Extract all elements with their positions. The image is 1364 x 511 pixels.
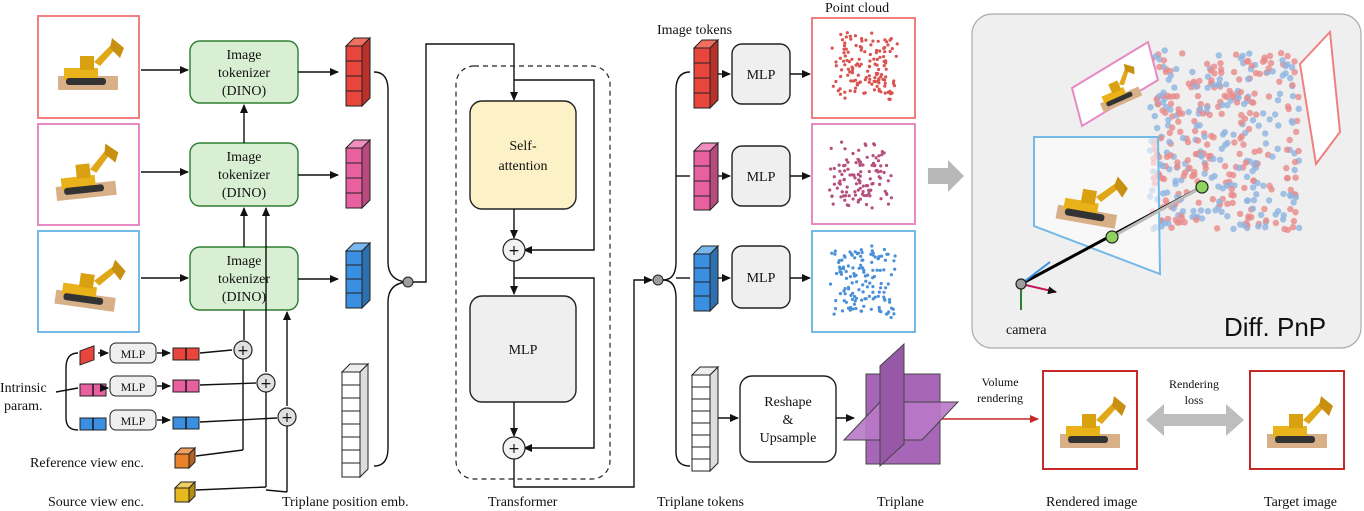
triplane-label: Triplane [877, 495, 924, 510]
svg-text:Self-: Self- [509, 139, 537, 154]
point-cloud-blue [811, 230, 916, 333]
svg-text:Upsample: Upsample [760, 431, 817, 446]
plus-node-1: + [233, 340, 253, 360]
triplane-tokens [690, 365, 720, 473]
triplane-position-tokens [340, 362, 370, 479]
rendering-loss-label: Rendering [1169, 377, 1219, 391]
svg-text:+: + [237, 343, 249, 359]
out-tokens-blue [692, 244, 720, 313]
image-tokens-red [344, 36, 372, 108]
svg-text:(DINO): (DINO) [222, 290, 267, 305]
svg-text:attention: attention [499, 159, 548, 174]
mlp-blue [731, 245, 791, 309]
diff-pnp-panel: camera Diff. PnP [971, 13, 1362, 349]
camera-label: camera [1006, 323, 1047, 338]
volume-rendering-label: Volume [981, 375, 1018, 389]
self-attention-box: Self- attention [469, 100, 577, 210]
source-view-token [173, 480, 288, 504]
svg-text:Image: Image [227, 48, 262, 63]
transformer-label: Transformer [488, 495, 558, 510]
svg-text:+: + [508, 441, 520, 457]
target-image-label: Target image [1264, 495, 1337, 510]
svg-text:MLP: MLP [121, 380, 146, 394]
svg-text:(DINO): (DINO) [222, 186, 267, 201]
reference-view-label: Reference view enc. [30, 456, 144, 471]
svg-text:Image: Image [227, 254, 262, 269]
image-tokens-blue [344, 241, 372, 310]
svg-text:rendering: rendering [977, 391, 1023, 405]
svg-text:Reshape: Reshape [764, 395, 811, 410]
point-cloud-pink [811, 123, 916, 225]
image-tokenizer-1: Image tokenizer (DINO) [189, 40, 299, 104]
svg-text:Image: Image [227, 150, 262, 165]
svg-text:loss: loss [1185, 393, 1204, 407]
camera-axes-icon [1015, 261, 1057, 310]
svg-text:&: & [783, 413, 794, 428]
transformer-mlp-box: MLP [469, 295, 577, 403]
plus-node-2: + [256, 373, 276, 393]
right-arrow-icon [928, 160, 964, 192]
svg-text:tokenizer: tokenizer [218, 272, 270, 287]
transformer-block [455, 65, 611, 480]
plus-node-3: + [277, 407, 297, 427]
point-cloud-label: Point cloud [825, 1, 889, 16]
image-tokens-pink [344, 138, 372, 210]
svg-text:MLP: MLP [747, 68, 776, 83]
input-view-2 [37, 123, 140, 226]
svg-text:MLP: MLP [121, 414, 146, 428]
image-tokenizer-3: Image tokenizer (DINO) [189, 246, 299, 311]
reshape-upsample-box: Reshape & Upsample [739, 375, 837, 463]
diff-pnp-label: Diff. PnP [1224, 312, 1326, 342]
reference-view-token [173, 446, 244, 470]
image-tokens-label: Image tokens [657, 23, 732, 38]
out-tokens-pink [692, 141, 720, 212]
svg-text:MLP: MLP [121, 347, 146, 361]
residual-plus-2: + [502, 436, 526, 460]
svg-text:+: + [508, 243, 520, 259]
triplane-position-label: Triplane position emb. [282, 495, 409, 510]
source-view-label: Source view enc. [48, 495, 144, 510]
svg-text:(DINO): (DINO) [222, 84, 267, 99]
intrinsic-label-2: param. [4, 399, 42, 414]
triplane-tokens-label: Triplane tokens [657, 495, 744, 510]
point-cloud-red [811, 17, 916, 119]
svg-text:+: + [281, 410, 293, 426]
svg-text:MLP: MLP [509, 343, 538, 358]
image-tokenizer-2: Image tokenizer (DINO) [189, 142, 299, 207]
intrinsic-label: Intrinsic [0, 381, 47, 396]
triplane-planes-icon [842, 342, 960, 468]
rendered-image-label: Rendered image [1046, 495, 1137, 510]
svg-text:+: + [260, 376, 272, 392]
target-image [1249, 370, 1345, 470]
intrinsic-row-pink: MLP [79, 375, 257, 397]
double-arrow-icon [1146, 404, 1244, 436]
svg-text:MLP: MLP [747, 170, 776, 185]
input-view-3 [37, 230, 140, 333]
out-tokens-red [692, 38, 720, 110]
svg-text:tokenizer: tokenizer [218, 66, 270, 81]
intrinsic-row-blue: MLP [79, 409, 278, 431]
intrinsic-row-red: MLP [79, 342, 233, 366]
residual-plus-1: + [502, 238, 526, 262]
rendered-image [1042, 370, 1138, 470]
input-view-1 [37, 15, 140, 119]
svg-text:tokenizer: tokenizer [218, 168, 270, 183]
svg-text:MLP: MLP [747, 271, 776, 286]
